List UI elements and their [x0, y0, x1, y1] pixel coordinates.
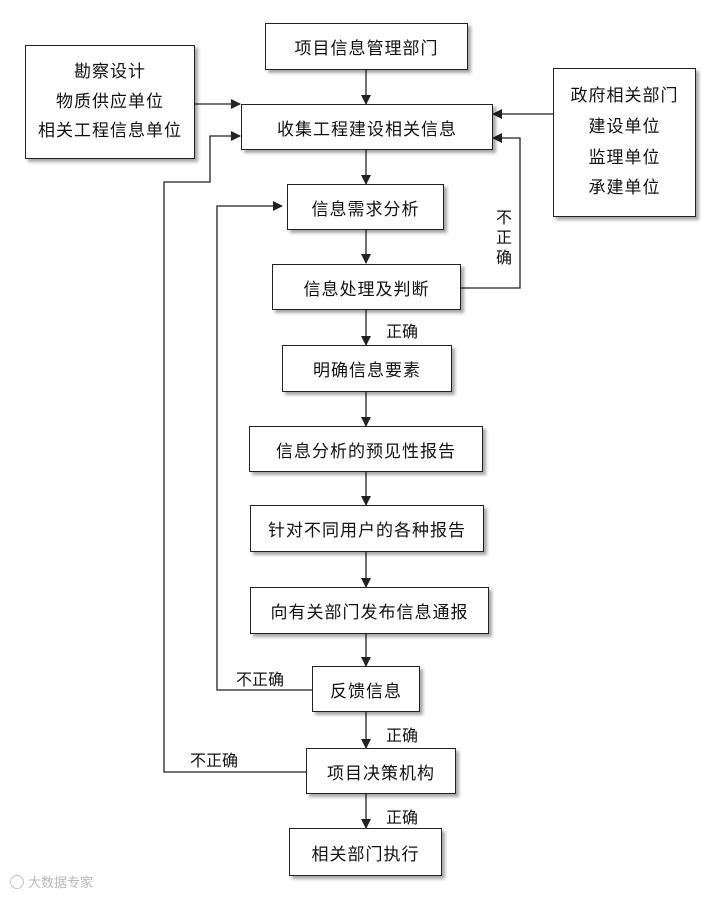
right-source-contractor: 承建单位 [588, 178, 661, 199]
watermark: 大数据专家 [10, 872, 93, 891]
node-decision-body: 项目决策机构 [306, 748, 456, 794]
node-execution-dept: 相关部门执行 [289, 828, 442, 876]
node-left-sources: 勘察设计 物质供应单位 相关工程信息单位 [25, 45, 195, 159]
node-project-info-dept: 项目信息管理部门 [265, 23, 468, 70]
right-source-supervisor: 监理单位 [588, 147, 661, 168]
arrow-process-incorrect-loop [461, 133, 521, 289]
watermark-logo-icon [10, 874, 24, 889]
label-decision-correct: 正确 [386, 808, 419, 827]
node-right-sources: 政府相关部门 建设单位 监理单位 承建单位 [553, 68, 696, 217]
left-source-related-engineering: 相关工程信息单位 [38, 121, 182, 142]
node-collect-info: 收集工程建设相关信息 [241, 104, 493, 150]
label-decision-incorrect: 不正确 [190, 751, 239, 770]
label-feedback-correct: 正确 [386, 726, 419, 745]
node-user-reports: 针对不同用户的各种报告 [250, 505, 484, 552]
node-forecast-report: 信息分析的预见性报告 [249, 426, 483, 472]
node-process-judge: 信息处理及判断 [272, 264, 461, 310]
left-source-survey-design: 勘察设计 [74, 62, 146, 83]
arrow-feedback-incorrect-loop [216, 201, 312, 691]
label-process-incorrect: 不正确 [495, 208, 512, 267]
arrow-decision-incorrect-loop [163, 131, 306, 773]
label-process-correct: 正确 [386, 322, 419, 341]
watermark-text: 大数据专家 [28, 876, 94, 891]
right-source-owner: 建设单位 [588, 116, 661, 137]
left-source-material-supply: 物质供应单位 [56, 91, 164, 112]
right-source-government: 政府相关部门 [570, 86, 679, 107]
node-need-analysis: 信息需求分析 [287, 184, 444, 230]
node-clarify-elements: 明确信息要素 [282, 345, 452, 392]
label-feedback-incorrect: 不正确 [236, 670, 285, 689]
node-feedback: 反馈信息 [312, 666, 420, 712]
node-publish-bulletin: 向有关部门发布信息通报 [250, 587, 489, 634]
